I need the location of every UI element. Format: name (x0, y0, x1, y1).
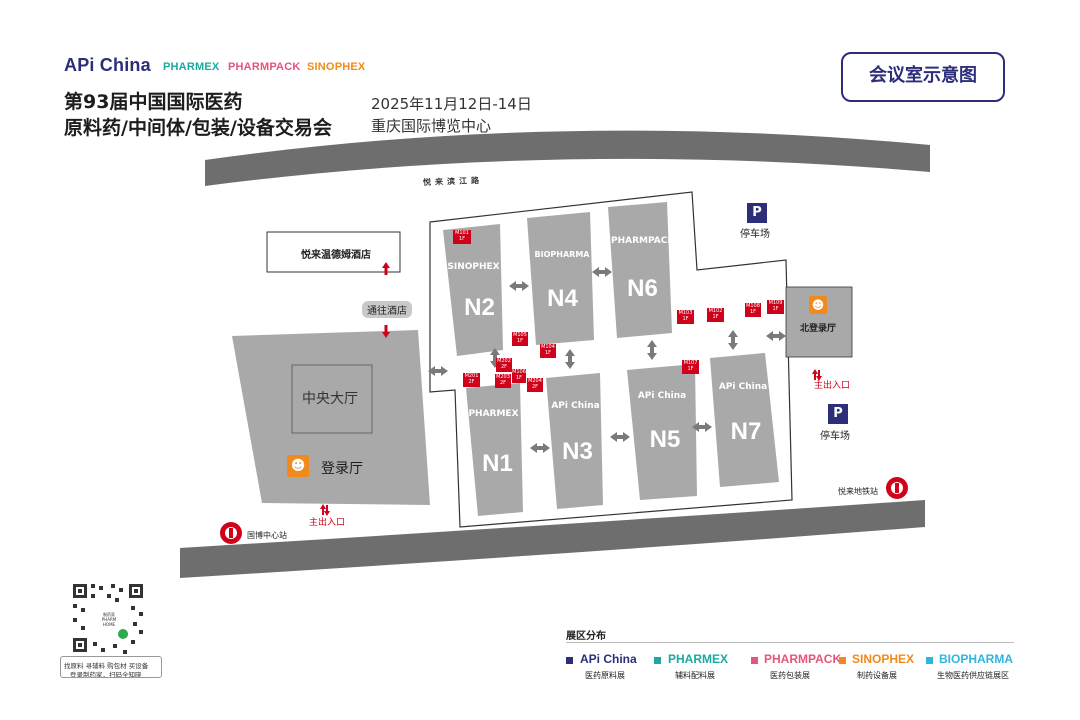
metro-label-west: 国博中心站 (247, 531, 287, 540)
hall-n4-label: N4 (547, 285, 578, 312)
legend-swatch-biopharma (926, 657, 933, 664)
hall-n7-brand: APi China (718, 382, 768, 392)
qr-frame (60, 656, 162, 678)
legend-swatch-sinophex (839, 657, 846, 664)
hall-n1-label: N1 (482, 450, 513, 477)
qr-caption-line1: 找原料 寻辅料 购包材 买设备 (64, 662, 149, 670)
central-hall-inner (291, 364, 373, 434)
qr-code-icon[interactable] (67, 578, 149, 658)
hall-n3-brand: APi China (551, 401, 600, 411)
legend-swatch-pharmex (654, 657, 661, 664)
legend-sub-pharmpack: 医药包装展 (770, 671, 810, 680)
meeting-room-map-badge: 会议室示意图 (841, 52, 1005, 102)
halls (443, 202, 779, 516)
main-entrance-label-east: 主出入口 (814, 381, 851, 391)
connector-arrows (428, 267, 786, 453)
legend-sub-sinophex: 制药设备展 (857, 671, 897, 680)
hall-n1-brand: PHARMEX (468, 409, 519, 419)
hall-n2-label: N2 (464, 294, 495, 321)
entrance-arrows (320, 262, 822, 516)
parking-icon-east: P (828, 404, 848, 424)
event-date: 2025年11月12日-14日 (371, 95, 532, 113)
hall-n2-shape (443, 224, 503, 356)
meeting-room: M201 2F (463, 373, 480, 387)
north-registration-icon: ☻ (809, 296, 827, 314)
legend-brand-biopharma: BIOPHARMA (939, 652, 1013, 666)
meeting-room: M107 1F (682, 360, 699, 374)
hall-n6-brand: PHARMPACK (611, 236, 675, 246)
event-venue: 重庆国际博览中心 (371, 117, 492, 135)
legend-divider (566, 642, 1014, 643)
legend-sub-biopharma: 生物医药供应链展区 (937, 671, 1009, 680)
logo-api-china: APi China (64, 55, 151, 75)
central-hall-label: 中央大厅 (302, 391, 358, 407)
meeting-room: M104 1F (540, 344, 556, 358)
parking-label-north: 停车场 (740, 229, 770, 240)
metro-label-east: 悦来地铁站 (838, 487, 878, 496)
parking-icon-north: P (747, 203, 767, 223)
hall-n5-brand: APi China (637, 391, 687, 401)
meeting-room: M202 2F (496, 358, 512, 372)
legend-brand-pharmpack: PHARMPACK (764, 652, 842, 666)
meeting-room: M106 1F (512, 369, 526, 383)
hotel-label: 悦来温德姆酒店 (301, 250, 371, 261)
logo-pharmpack: PHARMPACK (228, 61, 301, 73)
event-title-line1: 第93届中国国际医药 (64, 91, 243, 113)
meeting-room: M109 1F (767, 300, 784, 314)
hall-n1-shape (466, 383, 523, 516)
legend-swatch-pharmpack (751, 657, 758, 664)
legend-swatch-api (566, 657, 573, 664)
main-entrance-label-west: 主出入口 (309, 518, 346, 528)
road-north (205, 130, 930, 186)
meeting-room: M103 1F (677, 310, 694, 324)
road-label-north: 悦来滨江路 (422, 175, 484, 188)
hall-n5-shape (627, 364, 697, 500)
meeting-room: M101 1F (453, 230, 471, 244)
logo-sinophex: SINOPHEX (307, 61, 366, 73)
metro-icon-east (886, 477, 908, 499)
qr-caption-line2: 登录制药家，扫码全知晓 (70, 671, 142, 679)
meeting-room: M108 1F (745, 303, 761, 317)
hotel-building (266, 231, 401, 273)
metro-icon-west (220, 522, 242, 544)
hall-n2-brand: SINOPHEX (447, 262, 500, 272)
logo-pharmex: PHARMEX (163, 61, 220, 73)
north-registration-label: 北登录厅 (800, 324, 837, 334)
legend-brand-pharmex: PHARMEX (668, 652, 729, 666)
legend-brand-sinophex: SINOPHEX (852, 652, 915, 666)
qr-center-logo: 制药家 PHARM HOME (101, 612, 117, 627)
legend-sub-api: 医药原料展 (585, 671, 625, 680)
meeting-room: M105 1F (512, 332, 528, 346)
hall-n6-label: N6 (627, 275, 658, 302)
parking-label-east: 停车场 (820, 431, 850, 442)
event-title-line2: 原料药/中间体/包装/设备交易会 (64, 117, 332, 139)
hall-n4-shape (527, 212, 594, 345)
registration-hall-label: 登录厅 (321, 461, 363, 477)
legend-brand-api: APi China (580, 652, 637, 666)
hall-n5-label: N5 (649, 426, 681, 453)
legend-title: 展区分布 (566, 631, 606, 642)
hall-n7-shape (710, 353, 779, 487)
hall-n3-shape (546, 373, 603, 509)
meeting-room: M204 2F (527, 378, 543, 392)
hall-n3-label: N3 (562, 438, 593, 465)
legend-sub-pharmex: 辅料配料展 (675, 671, 715, 680)
hall-n7-label: N7 (730, 418, 762, 445)
meeting-room: M102 1F (707, 308, 724, 322)
meeting-room: M203 2F (495, 374, 511, 388)
road-south (180, 500, 925, 578)
hall-n4-brand: BIOPHARMA (534, 250, 590, 259)
registration-icon: ☻ (287, 455, 309, 477)
to-hotel-label: 通往酒店 (362, 301, 412, 318)
hall-n6-shape (608, 202, 672, 338)
